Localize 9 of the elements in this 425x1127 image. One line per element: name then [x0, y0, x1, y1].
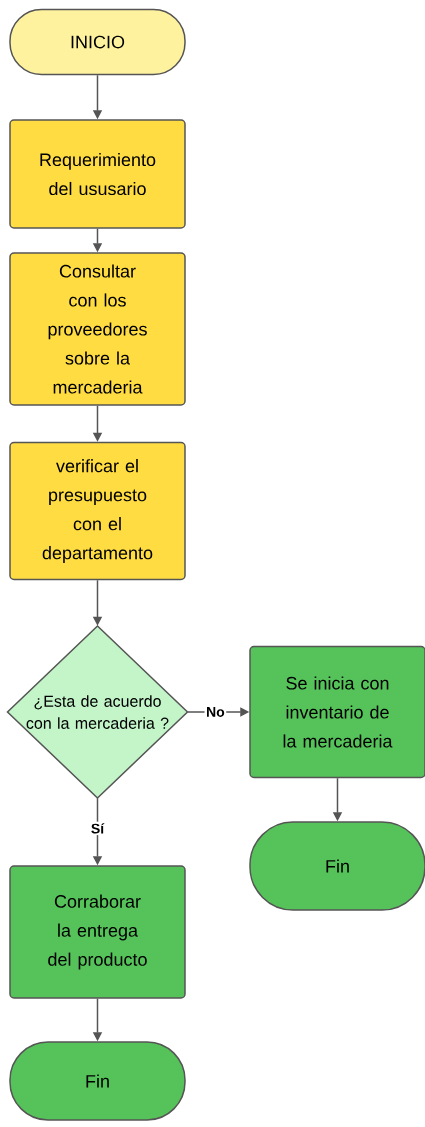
terminator-oval: Fin [249, 821, 425, 911]
edge-label: No [204, 705, 227, 719]
process-box: Consultar con los proveedores sobre la mercaderia [9, 252, 186, 406]
process-box: verificar el presupuesto con el departamento [9, 441, 186, 581]
edge-label: Sí [89, 821, 106, 836]
process-box: Requerimiento del ususario [9, 119, 186, 229]
process-box: Se inicia con inventario de la mercaderia [249, 645, 425, 779]
process-box: Corraborar la entrega del producto [9, 865, 186, 999]
terminator-oval: Fin [9, 1041, 186, 1121]
